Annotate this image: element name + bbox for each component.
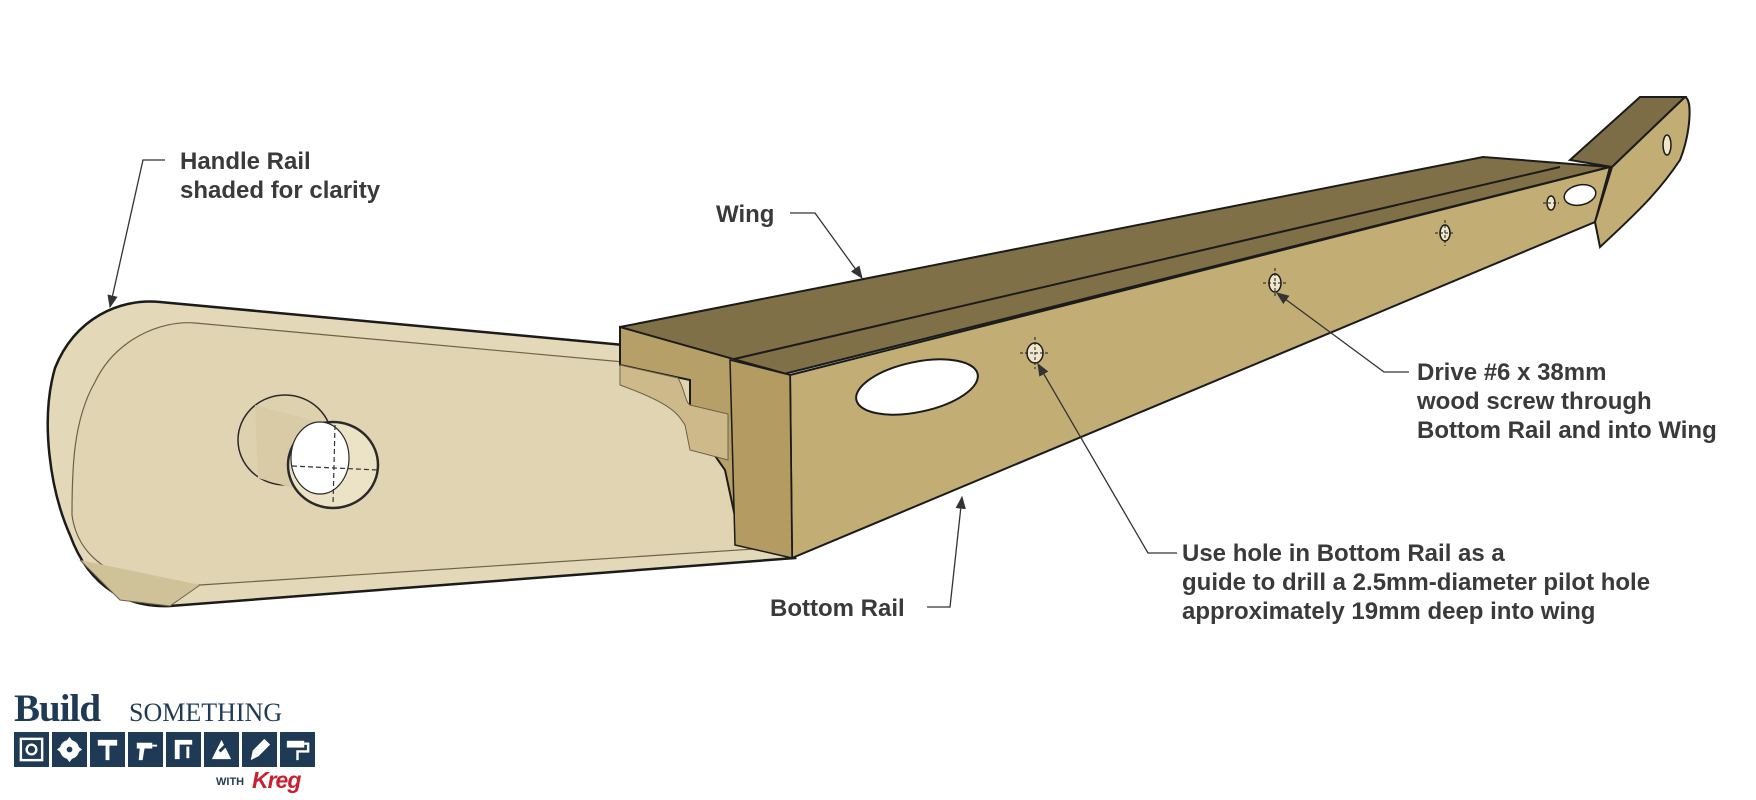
wing-label: Wing	[716, 201, 775, 228]
far-rail-hole	[1662, 134, 1672, 156]
wing-leader	[790, 212, 863, 280]
leader-lines	[107, 159, 1409, 608]
far-rail-side	[1593, 95, 1691, 249]
pilot-hole-4	[1543, 195, 1559, 211]
logo-something-word: SOMETHING	[129, 698, 283, 727]
logo-with-word: WITH	[216, 776, 245, 788]
pocket-hole-small	[1563, 183, 1597, 207]
buildsomething-kreg-logo: Build SOMETHING WITH Kreg	[12, 686, 352, 796]
bottom-rail-label: Bottom Rail	[770, 595, 905, 622]
screw-note-line-2: wood screw through	[1417, 388, 1652, 415]
handle-rail-note: shaded for clarity	[180, 177, 381, 204]
drill-icon	[128, 732, 163, 767]
sander-icon	[14, 732, 49, 767]
handle-rail-far	[1567, 95, 1691, 249]
handle-rail-leader	[107, 159, 165, 309]
paintbrush-icon	[242, 732, 277, 767]
handle-rail-callout: Handle Rail shaded for clarity	[180, 147, 380, 205]
pilot-hole-2	[1263, 268, 1287, 298]
handle-rail-bottom-edge	[79, 559, 201, 607]
handle-rail	[46, 300, 797, 608]
screw-note-line-3: Bottom Rail and into Wing	[1417, 417, 1717, 444]
saw-blade-icon	[52, 732, 87, 767]
pilot-note-line-2: guide to drill a 2.5mm-diameter pilot ho…	[1182, 569, 1651, 596]
bottom-rail	[619, 155, 1612, 560]
pilot-note-callout: Use hole in Bottom Rail as a guide to dr…	[1182, 539, 1650, 626]
wing-callout: Wing	[716, 200, 774, 229]
bottom-rail-leader	[927, 495, 966, 608]
hole-inner-shadow	[290, 421, 350, 495]
logo-tool-icons	[14, 732, 315, 767]
hole-centerline-h	[291, 465, 379, 471]
pilot-hole-1	[1020, 337, 1050, 369]
paint-roller-icon	[280, 732, 315, 767]
pilot-hole-3	[1435, 220, 1455, 246]
pilot-note-line-3: approximately 19mm deep into wing	[1182, 598, 1596, 625]
screw-note-line-1: Drive #6 x 38mm	[1417, 359, 1607, 386]
kreg-logo: Kreg	[252, 767, 301, 793]
screw-note-callout: Drive #6 x 38mm wood screw through Botto…	[1417, 358, 1717, 445]
wing-seam	[729, 166, 1561, 361]
rail-end-shade	[729, 359, 793, 559]
clamp-icon	[166, 732, 201, 767]
pilot-note-line-1: Use hole in Bottom Rail as a	[1182, 540, 1505, 567]
handle-hole	[237, 394, 380, 510]
pocket-hole-jig-icon	[204, 732, 239, 767]
bottom-rail-callout: Bottom Rail	[770, 594, 905, 623]
hammer-icon	[90, 732, 125, 767]
screw-note-leader	[1275, 292, 1409, 373]
logo-build-word: Build	[14, 687, 101, 730]
hole-centerline-v	[332, 424, 336, 506]
handle-rail-label: Handle Rail	[180, 148, 311, 175]
pilot-note-leader	[1037, 362, 1177, 554]
wing-bracket-edge	[619, 364, 729, 461]
pocket-hole-large	[855, 358, 979, 416]
